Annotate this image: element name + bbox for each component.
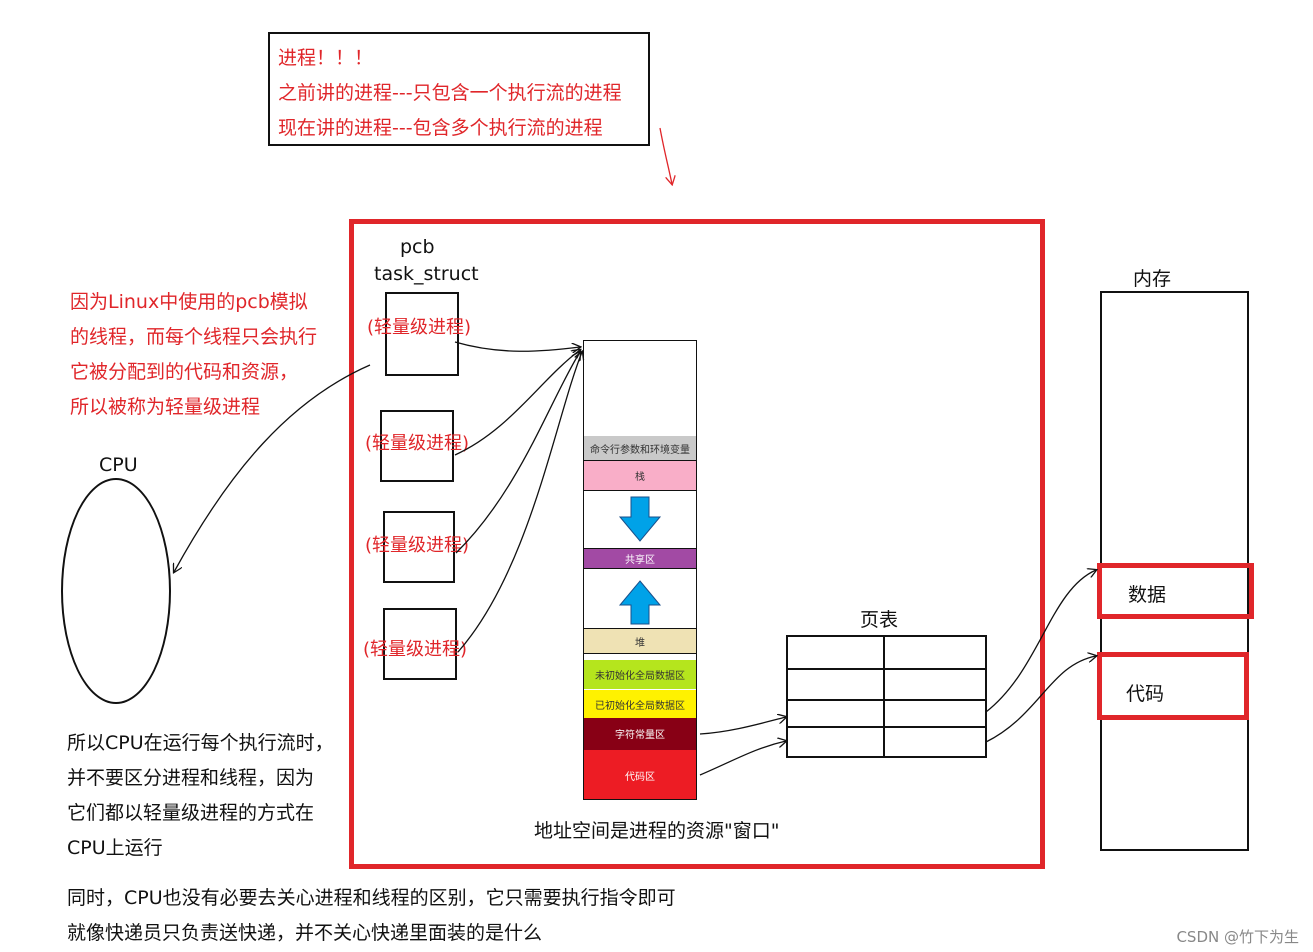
cpu-note-line-1: 所以CPU在运行每个执行流时， [67,732,334,754]
watermark: CSDN @竹下为生 [1176,928,1299,946]
page-table-label: 页表 [860,609,899,631]
segment-cmdline: 命令行参数和环境变量 [583,436,697,460]
pcb1-arrow [454,341,580,351]
memory-data-region [1097,563,1254,619]
segment-data: 已初始化全局数据区 [583,691,697,717]
segment-bss: 未初始化全局数据区 [583,660,697,688]
note-line-before: 之前讲的进程---只包含一个执行流的进程 [278,82,622,104]
pcb-box-3 [383,511,455,583]
process-frame [349,219,1045,869]
pagetable-to-code-arrow [985,656,1096,743]
left-note-line-1: 因为Linux中使用的pcb模拟 [70,291,308,313]
lwp-label-1: (轻量级进程) [367,317,472,338]
pcb-box-4 [383,608,457,680]
cpu-label: CPU [99,454,138,476]
pcb-box-2 [380,410,454,482]
segment-rodata: 字符常量区 [583,718,697,748]
cpu-ellipse [61,478,171,704]
address-space [583,340,697,800]
memory-code-label: 代码 [1126,683,1165,705]
cpu-note-line-2: 并不要区分进程和线程，因为 [67,767,315,789]
pcb3-arrow [455,352,580,554]
segment-heap: 堆 [583,628,697,654]
left-note-line-3: 它被分配到的代码和资源， [70,361,299,383]
footer-line-2: 就像快递员只负责送快递，并不关心快递里面装的是什么 [67,922,543,944]
note-title: 进程！！！ [278,47,374,69]
note-arrow [659,127,672,184]
cpu-note-line-4: CPU上运行 [67,837,163,859]
address-space-caption: 地址空间是进程的资源"窗口" [534,820,780,842]
memory-code-region [1097,652,1249,720]
pcb4-arrow [457,352,582,653]
cpu-note-line-3: 它们都以轻量级进程的方式在 [67,802,315,824]
cpu-arrow [174,364,371,572]
pcb-label: pcb [400,236,435,258]
segment-code: 代码区 [583,750,697,800]
lwp-label-4: (轻量级进程) [363,639,468,660]
rodata-to-pagetable-arrow [699,717,786,735]
note-box [268,32,650,146]
memory-data-label: 数据 [1128,584,1167,606]
note-line-now: 现在讲的进程---包含多个执行流的进程 [278,117,603,139]
pcb2-arrow [454,350,580,456]
lwp-label-3: (轻量级进程) [365,535,470,556]
page-table [786,635,987,758]
task-struct-label: task_struct [374,263,479,285]
left-note-line-2: 的线程，而每个线程只会执行 [70,326,318,348]
left-note-line-4: 所以被称为轻量级进程 [70,396,261,418]
pagetable-to-data-arrow [985,570,1096,713]
pcb-box-1 [385,292,459,376]
memory-label: 内存 [1133,268,1172,290]
lwp-label-2: (轻量级进程) [365,433,470,454]
code-to-pagetable-arrow [699,741,786,776]
footer-line-1: 同时，CPU也没有必要去关心进程和线程的区别，它只需要执行指令即可 [67,887,676,909]
segment-stack: 栈 [583,460,697,491]
segment-shared: 共享区 [583,548,697,569]
